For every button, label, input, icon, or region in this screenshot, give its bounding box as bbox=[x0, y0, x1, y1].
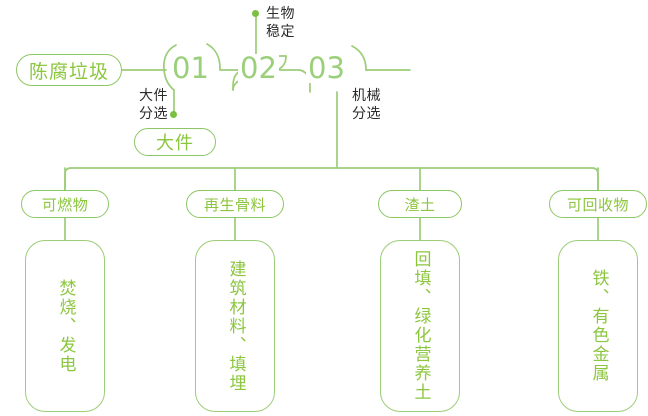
node-category-aggregate[interactable]: 再生骨料 bbox=[186, 190, 284, 218]
node-destination-slag[interactable]: 回填、绿化营养土 bbox=[380, 240, 460, 412]
node-root-label: 陈腐垃圾 bbox=[28, 60, 109, 83]
node-destination-recyclable[interactable]: 铁、有色金属 bbox=[558, 240, 638, 412]
arc-01-right bbox=[206, 43, 221, 71]
node-root[interactable]: 陈腐垃圾 bbox=[16, 54, 122, 86]
node-destination-aggregate[interactable]: 建筑材料、填埋 bbox=[195, 240, 275, 412]
arc-01-left bbox=[162, 44, 177, 91]
wire-distribution-bus bbox=[64, 167, 599, 191]
stage-note-01: 大件 分选 bbox=[139, 88, 168, 122]
node-bulky-output-label: 大件 bbox=[156, 133, 194, 154]
endpoint-dot-bulky bbox=[170, 111, 177, 118]
node-destination-combustible-label: 焚烧、发电 bbox=[55, 278, 76, 374]
stage-number-02: 02 bbox=[238, 51, 279, 85]
endpoint-dot-biostabilize bbox=[252, 10, 259, 17]
node-category-combustible-label: 可燃物 bbox=[41, 195, 89, 214]
stage-note-02: 生物 稳定 bbox=[266, 6, 295, 40]
node-category-aggregate-label: 再生骨料 bbox=[203, 195, 266, 214]
node-bulky-output[interactable]: 大件 bbox=[134, 128, 216, 156]
node-category-recyclable[interactable]: 可回收物 bbox=[549, 190, 647, 218]
node-category-recyclable-label: 可回收物 bbox=[566, 195, 629, 214]
arc-03-right bbox=[351, 45, 367, 71]
stage-note-03: 机械 分选 bbox=[352, 88, 381, 122]
node-destination-combustible[interactable]: 焚烧、发电 bbox=[25, 240, 105, 412]
node-category-slag[interactable]: 渣土 bbox=[378, 190, 462, 218]
stage-number-01: 01 bbox=[170, 51, 211, 85]
node-destination-slag-label: 回填、绿化营养土 bbox=[410, 250, 431, 402]
node-destination-recyclable-label: 铁、有色金属 bbox=[588, 269, 609, 383]
stage-number-03: 03 bbox=[306, 51, 347, 85]
node-category-slag-label: 渣土 bbox=[404, 195, 436, 214]
node-destination-aggregate-label: 建筑材料、填埋 bbox=[225, 259, 246, 393]
node-category-combustible[interactable]: 可燃物 bbox=[21, 190, 109, 218]
